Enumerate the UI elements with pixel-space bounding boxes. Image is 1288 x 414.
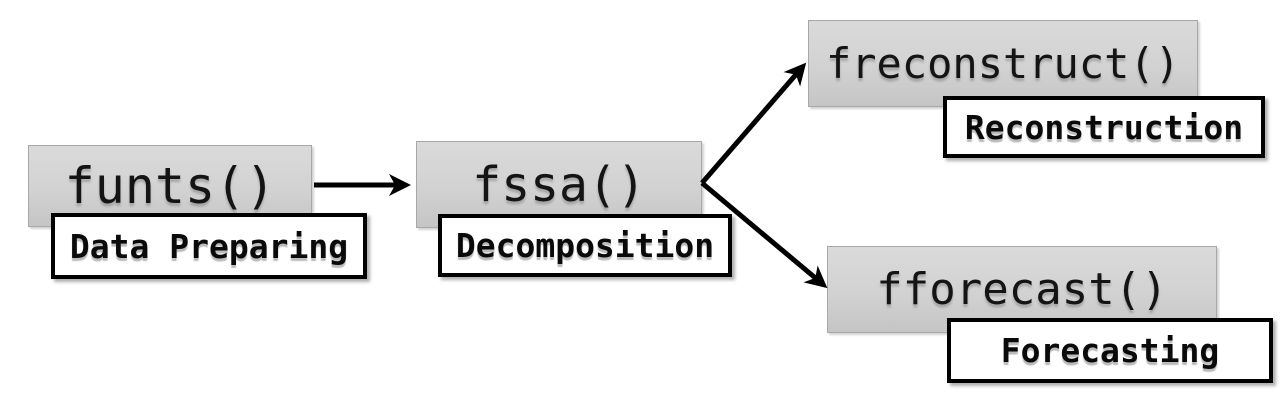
node-funts-function-name: funts() — [64, 157, 276, 215]
node-freconstruct-tag-text: Reconstruction — [964, 107, 1244, 147]
arrow-fssa-to-freconstruct — [700, 62, 807, 185]
node-fssa-tag-box: Decomposition — [438, 214, 732, 277]
node-fssa-tag-text: Decomposition — [455, 226, 715, 265]
node-freconstruct-box: freconstruct() — [808, 20, 1198, 107]
node-freconstruct-function-name: freconstruct() — [825, 39, 1180, 88]
node-funts-tag-box: Data Preparing — [51, 213, 367, 279]
node-freconstruct-tag-box: Reconstruction — [943, 96, 1265, 158]
node-fssa-box: fssa() — [416, 141, 702, 228]
node-fssa-function-name: fssa() — [472, 156, 646, 213]
node-funts-tag-text: Data Preparing — [69, 226, 349, 266]
node-fforecast-tag-box: Forecasting — [947, 318, 1273, 383]
arrow-fssa-to-fforecast — [700, 181, 828, 289]
node-fforecast-function-name: fforecast() — [876, 264, 1168, 315]
node-fforecast-tag-text: Forecasting — [1000, 331, 1220, 370]
